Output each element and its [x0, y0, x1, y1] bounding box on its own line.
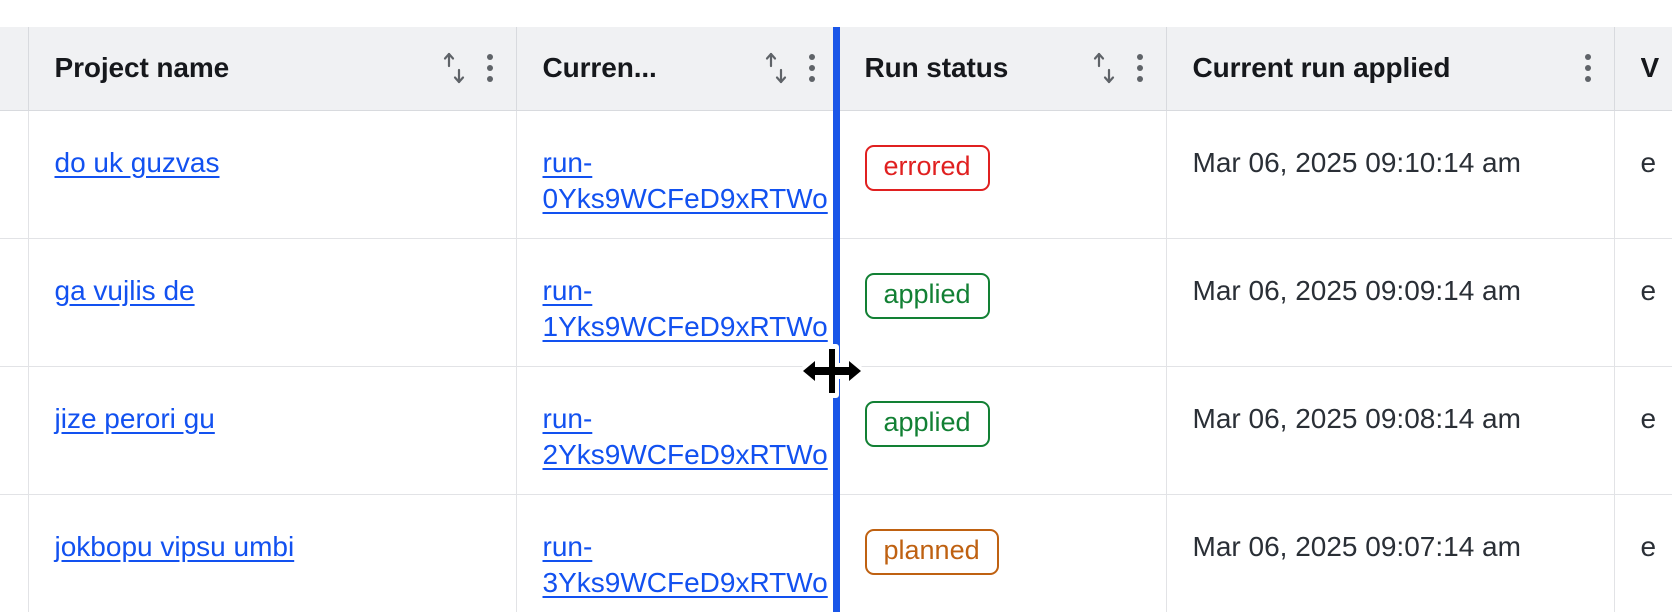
- clipped-text: e: [1640, 530, 1657, 562]
- cell-current-run: run-2Yks9WCFeD9xRTWo: [516, 366, 839, 495]
- clipped-text: e: [1640, 274, 1657, 306]
- current-run-link[interactable]: run-0Yks9WCFeD9xRTWo: [542, 146, 828, 215]
- project-name-link[interactable]: jokbopu vipsu umbi: [54, 530, 295, 562]
- current-run-applied-text: Mar 06, 2025 09:07:14 am: [1192, 530, 1521, 562]
- cell-current-run: run-3Yks9WCFeD9xRTWo: [516, 494, 839, 612]
- status-badge: applied: [864, 272, 990, 319]
- clipped-text: e: [1640, 402, 1657, 434]
- projects-table: Project name: [0, 27, 1672, 612]
- column-header-current-run[interactable]: Curren...: [516, 27, 839, 111]
- current-run-applied-text: Mar 06, 2025 09:08:14 am: [1192, 402, 1521, 434]
- cell-clipped: e: [1614, 494, 1672, 612]
- column-header-select[interactable]: [0, 27, 29, 111]
- cell-project-name: ga vujlis de: [28, 238, 517, 367]
- column-tools-project-name: [440, 50, 494, 86]
- cell-current-run-applied: Mar 06, 2025 09:07:14 am: [1166, 494, 1615, 612]
- project-name-link[interactable]: jize perori gu: [54, 402, 215, 434]
- column-header-label-clipped: V: [1640, 52, 1660, 84]
- table-body: do uk guzvas run-0Yks9WCFeD9xRTWo errore…: [0, 110, 1672, 612]
- sort-arrows-icon[interactable]: [762, 50, 790, 86]
- column-header-label-current-run-applied: Current run applied: [1192, 52, 1451, 84]
- cell-run-status: applied: [838, 366, 1167, 495]
- kebab-menu-icon[interactable]: [808, 54, 816, 83]
- current-run-applied-text: Mar 06, 2025 09:09:14 am: [1192, 274, 1521, 306]
- cell-run-status: applied: [838, 238, 1167, 367]
- current-run-link[interactable]: run-1Yks9WCFeD9xRTWo: [542, 274, 828, 343]
- project-name-link[interactable]: ga vujlis de: [54, 274, 195, 306]
- sort-arrows-icon[interactable]: [440, 50, 468, 86]
- table-row: jokbopu vipsu umbi run-3Yks9WCFeD9xRTWo …: [0, 494, 1672, 612]
- project-name-link[interactable]: do uk guzvas: [54, 146, 220, 178]
- current-run-link[interactable]: run-2Yks9WCFeD9xRTWo: [542, 402, 828, 471]
- table-row: do uk guzvas run-0Yks9WCFeD9xRTWo errore…: [0, 110, 1672, 239]
- status-badge: applied: [864, 400, 990, 447]
- column-tools-run-status: [1090, 50, 1144, 86]
- cell-project-name: jize perori gu: [28, 366, 517, 495]
- column-header-run-status[interactable]: Run status: [838, 27, 1167, 111]
- column-header-clipped[interactable]: V: [1614, 27, 1672, 111]
- current-run-applied-text: Mar 06, 2025 09:10:14 am: [1192, 146, 1521, 178]
- current-run-link[interactable]: run-3Yks9WCFeD9xRTWo: [542, 530, 828, 599]
- kebab-menu-icon[interactable]: [1584, 54, 1592, 83]
- cell-clipped: e: [1614, 366, 1672, 495]
- column-header-label-project-name: Project name: [54, 52, 230, 84]
- column-header-project-name[interactable]: Project name: [28, 27, 517, 111]
- cell-run-status: planned: [838, 494, 1167, 612]
- row-select-cell[interactable]: [0, 494, 29, 612]
- cell-current-run-applied: Mar 06, 2025 09:09:14 am: [1166, 238, 1615, 367]
- status-badge: errored: [864, 144, 990, 191]
- row-select-cell[interactable]: [0, 366, 29, 495]
- table-row: ga vujlis de run-1Yks9WCFeD9xRTWo applie…: [0, 238, 1672, 367]
- table-row: jize perori gu run-2Yks9WCFeD9xRTWo appl…: [0, 366, 1672, 495]
- status-badge: planned: [864, 528, 999, 575]
- cell-project-name: jokbopu vipsu umbi: [28, 494, 517, 612]
- column-header-label-run-status: Run status: [864, 52, 1009, 84]
- table-header: Project name: [0, 27, 1672, 111]
- column-header-label-current-run: Curren...: [542, 52, 657, 84]
- column-tools-current-run-applied: [1584, 54, 1592, 83]
- cell-current-run: run-0Yks9WCFeD9xRTWo: [516, 110, 839, 239]
- row-select-cell[interactable]: [0, 110, 29, 239]
- row-select-cell[interactable]: [0, 238, 29, 367]
- cell-run-status: errored: [838, 110, 1167, 239]
- kebab-menu-icon[interactable]: [1136, 54, 1144, 83]
- kebab-menu-icon[interactable]: [486, 54, 494, 83]
- cell-current-run-applied: Mar 06, 2025 09:08:14 am: [1166, 366, 1615, 495]
- clipped-text: e: [1640, 146, 1657, 178]
- cell-current-run-applied: Mar 06, 2025 09:10:14 am: [1166, 110, 1615, 239]
- table-top-strip: [0, 0, 1672, 27]
- column-header-current-run-applied[interactable]: Current run applied: [1166, 27, 1615, 111]
- cell-project-name: do uk guzvas: [28, 110, 517, 239]
- header-row: Project name: [0, 27, 1672, 111]
- column-tools-current-run: [762, 50, 816, 86]
- sort-arrows-icon[interactable]: [1090, 50, 1118, 86]
- cell-current-run: run-1Yks9WCFeD9xRTWo: [516, 238, 839, 367]
- cell-clipped: e: [1614, 238, 1672, 367]
- cell-clipped: e: [1614, 110, 1672, 239]
